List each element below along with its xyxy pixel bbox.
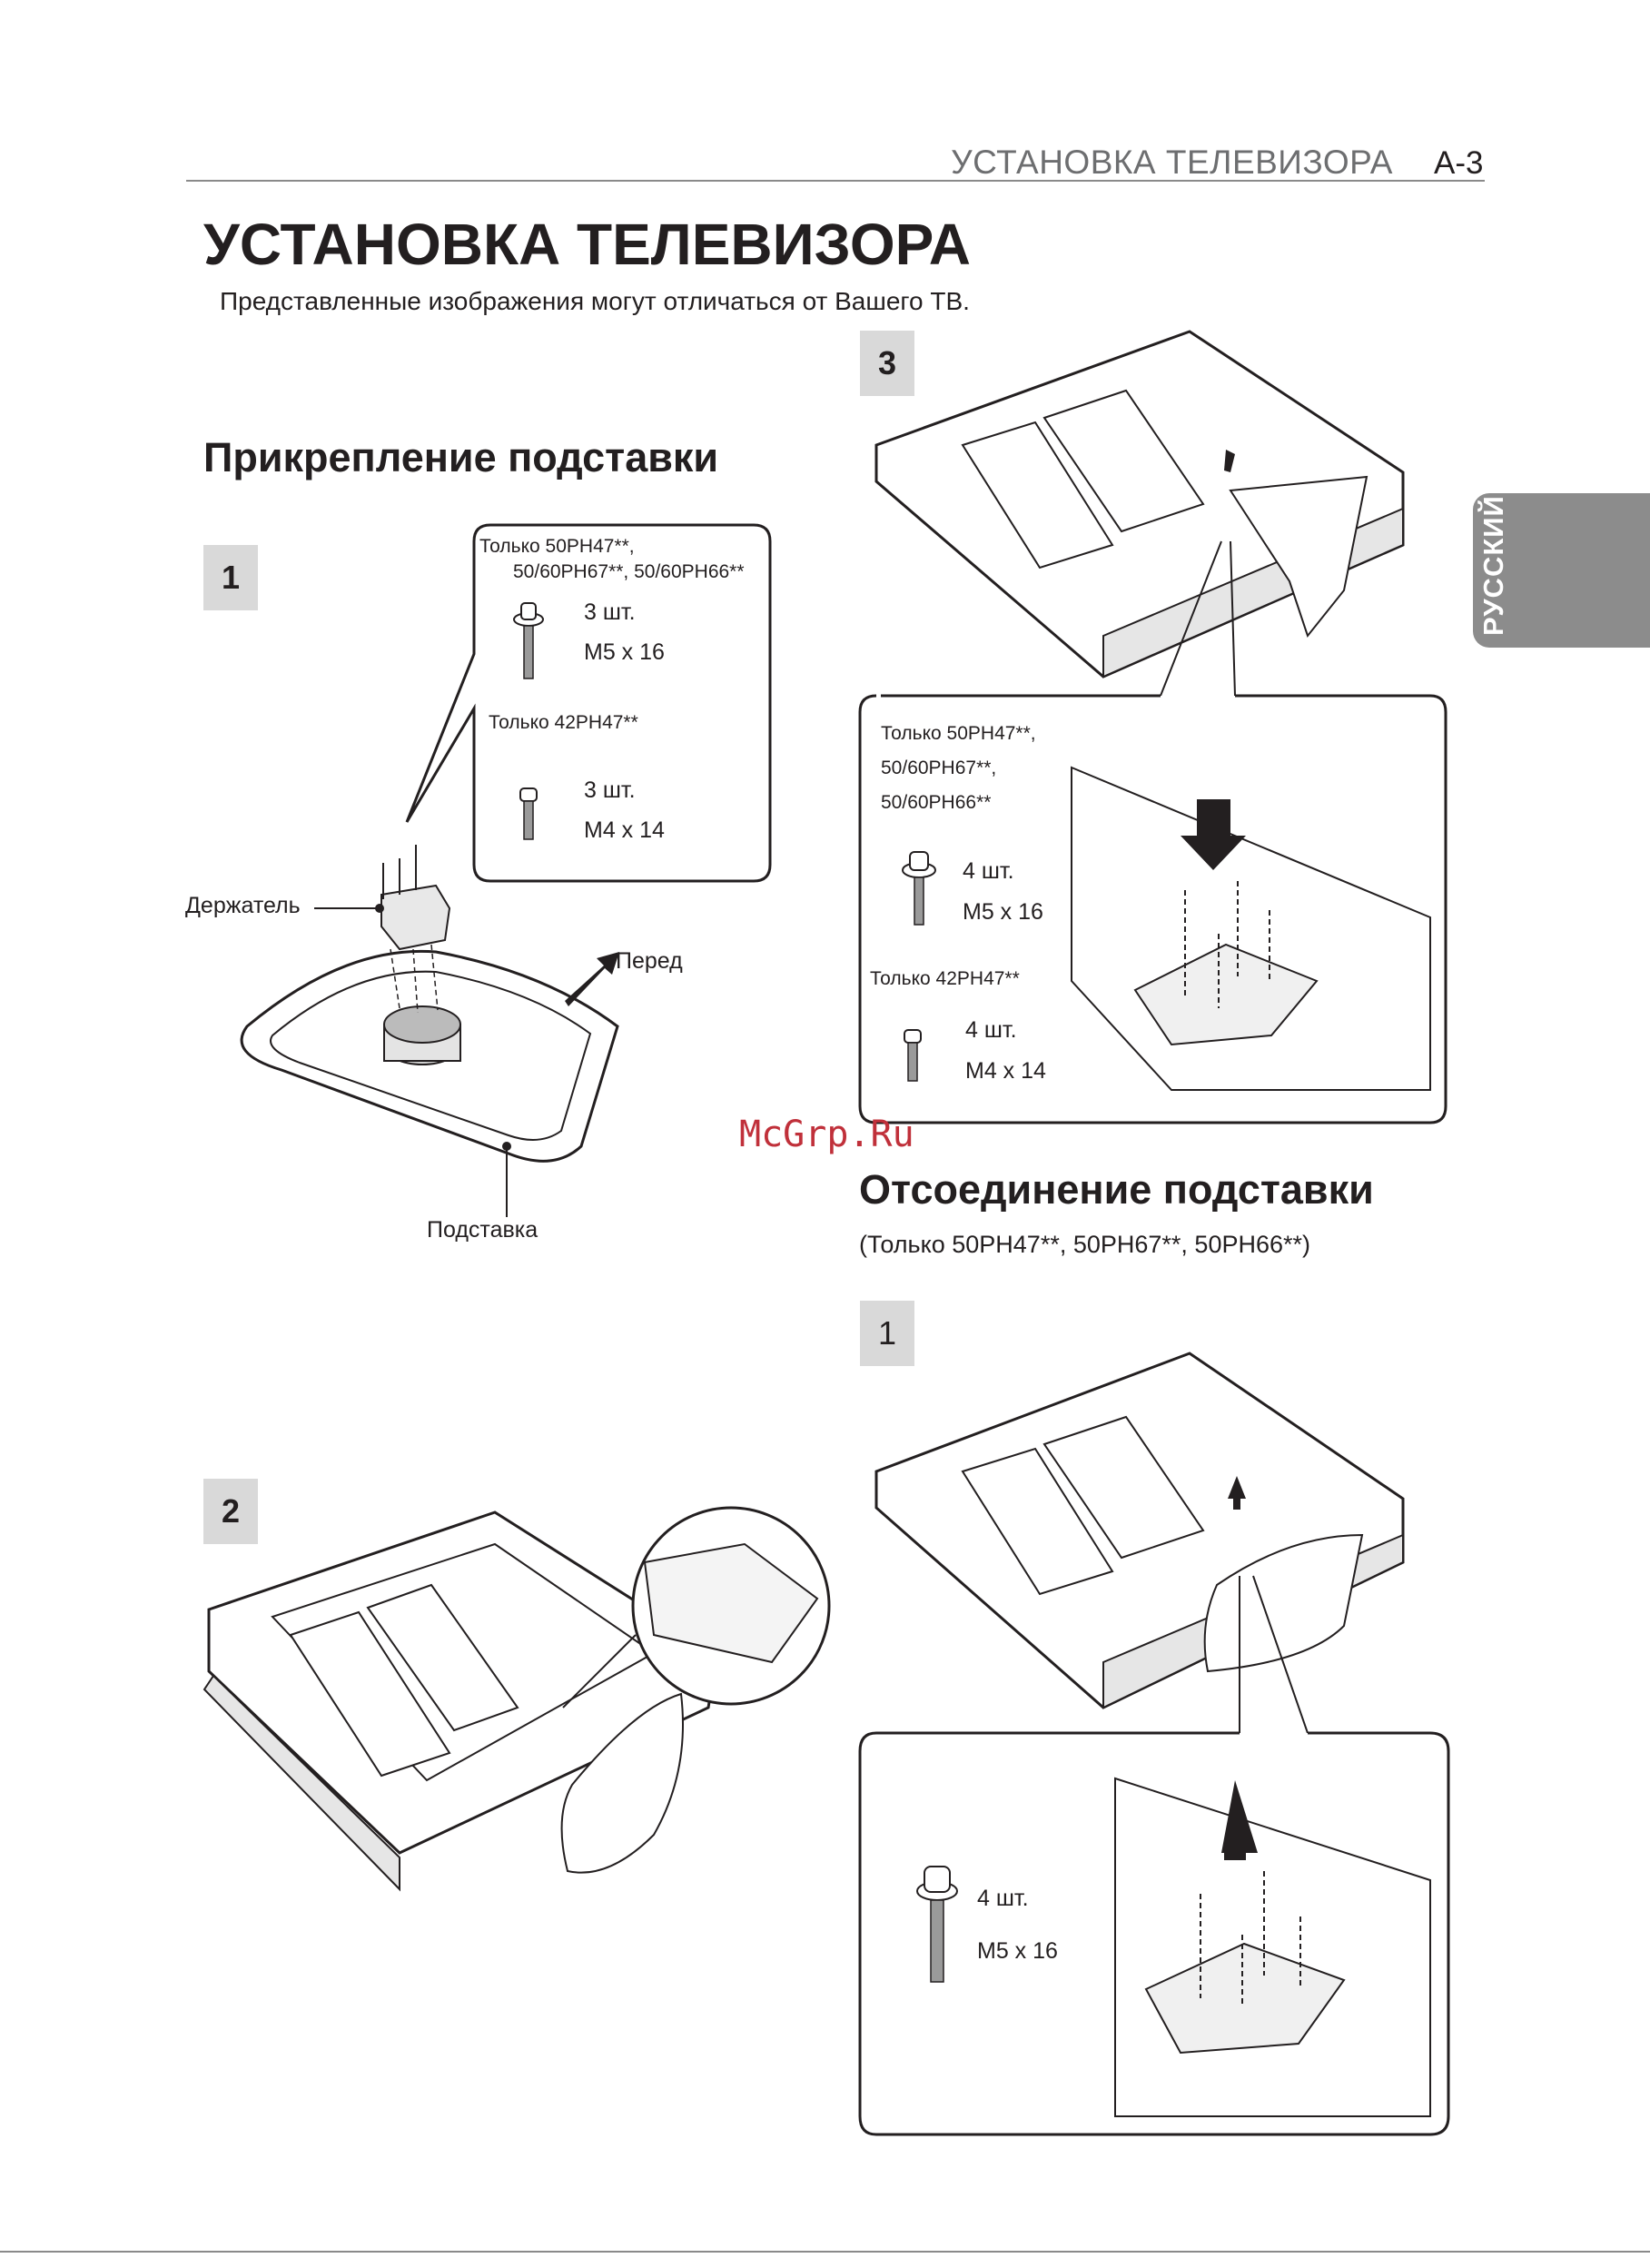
step3-detail-line1: Только 50PH47**, bbox=[881, 723, 1036, 744]
header-section-title: УСТАНОВКА ТЕЛЕВИЗОРА bbox=[951, 144, 1393, 181]
holder-drawing bbox=[380, 845, 451, 1014]
detach-section-note: (Только 50PH47**, 50PH67**, 50PH66**) bbox=[859, 1231, 1311, 1258]
step1-bottom-label: Только 42PH47** bbox=[489, 712, 638, 733]
attach-section-title: Прикрепление подставки bbox=[203, 434, 719, 480]
detach-section-title: Отсоединение подставки bbox=[859, 1166, 1374, 1213]
step-3-badge: 3 bbox=[860, 331, 914, 396]
step3-bottom-size: M4 x 14 bbox=[965, 1058, 1046, 1084]
step3-bottom-qty: 4 шт. bbox=[965, 1017, 1017, 1043]
front-label: Перед bbox=[616, 948, 683, 974]
step3-top-qty: 4 шт. bbox=[963, 858, 1014, 884]
screw-m4-icon bbox=[519, 787, 538, 840]
step1-bottom-qty: 3 шт. bbox=[584, 777, 636, 803]
header-divider bbox=[186, 180, 1485, 182]
detach-qty: 4 шт. bbox=[977, 1886, 1029, 1911]
stand-base-drawing bbox=[240, 949, 619, 1163]
stand-label: Подставка bbox=[427, 1217, 538, 1243]
up-arrow-icon bbox=[1221, 1780, 1258, 1860]
step1-callout-line2: 50/60PH67**, 50/60PH66** bbox=[513, 561, 745, 582]
step3-bottom-label: Только 42PH47** bbox=[870, 968, 1020, 989]
screw-m5-icon bbox=[513, 602, 544, 679]
holder-label: Держатель bbox=[185, 893, 301, 918]
step1-top-size: M5 x 16 bbox=[584, 639, 665, 665]
page-subtitle: Представленные изображения могут отличат… bbox=[220, 287, 970, 315]
down-arrow-icon bbox=[1181, 799, 1246, 870]
page-title: УСТАНОВКА ТЕЛЕВИЗОРА bbox=[203, 212, 971, 277]
detach-size: M5 x 16 bbox=[977, 1938, 1058, 1964]
step1-top-qty: 3 шт. bbox=[584, 599, 636, 625]
detach-step-1-badge: 1 bbox=[860, 1301, 914, 1366]
step-2-badge: 2 bbox=[203, 1479, 258, 1544]
front-arrow-icon bbox=[565, 952, 619, 1006]
step-1-badge: 1 bbox=[203, 545, 258, 610]
step3-top-size: M5 x 16 bbox=[963, 899, 1043, 925]
language-tab[interactable] bbox=[1473, 493, 1650, 648]
page-number: A-3 bbox=[1434, 145, 1484, 181]
screw-m5-icon bbox=[916, 1866, 958, 1983]
screw-m5-icon bbox=[902, 851, 936, 926]
step1-bottom-size: M4 x 14 bbox=[584, 817, 665, 843]
watermark-text: McGrp.Ru bbox=[739, 1114, 914, 1155]
step3-detail-line2: 50/60PH67**, bbox=[881, 758, 997, 778]
step1-callout-line1: Только 50PH47**, bbox=[479, 536, 635, 557]
footer-divider bbox=[0, 2251, 1650, 2253]
step3-detail-line3: 50/60PH66** bbox=[881, 792, 992, 813]
screw-m4-icon bbox=[904, 1029, 922, 1082]
